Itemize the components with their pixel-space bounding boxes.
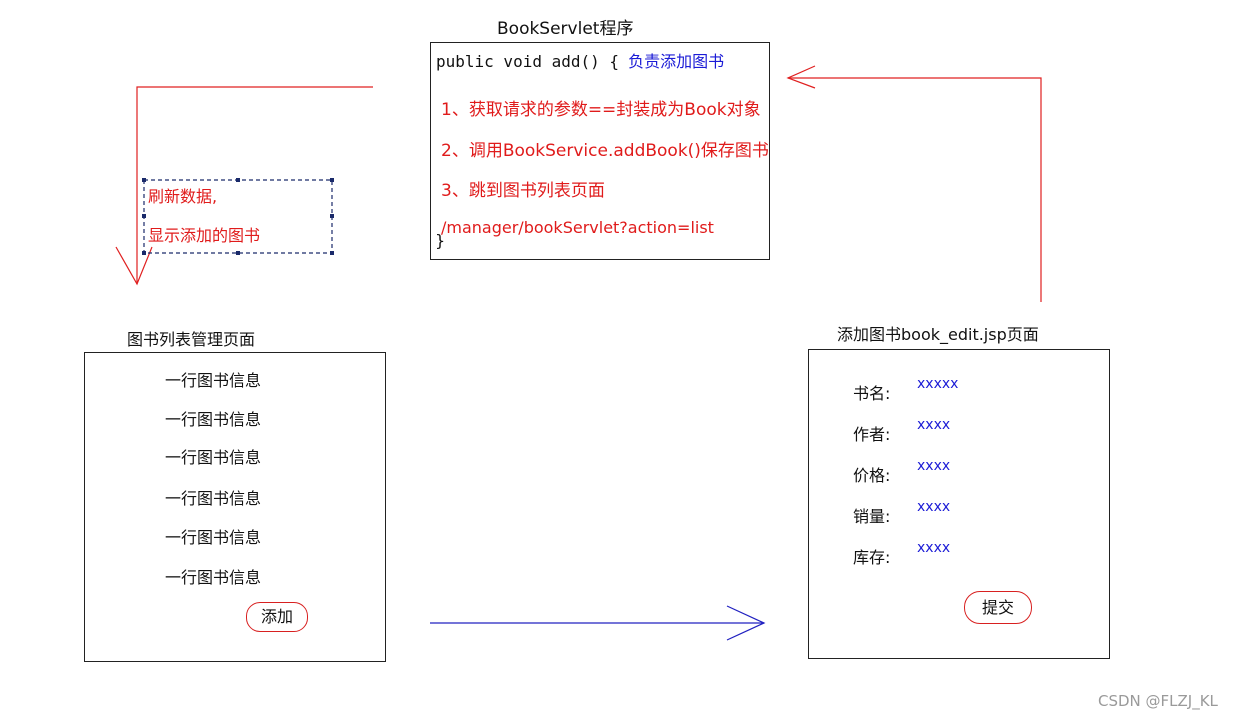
servlet-step-2: 2、调用BookService.addBook()保存图书 bbox=[441, 141, 769, 161]
arrow-edit-to-servlet bbox=[788, 77, 1042, 302]
arrow-edit-to-servlet-head bbox=[786, 65, 816, 89]
edit-page-title: 添加图书book_edit.jsp页面 bbox=[837, 325, 1039, 344]
servlet-signature-line: public void add() { 负责添加图书 bbox=[436, 48, 724, 72]
field-value-sales[interactable]: xxxx bbox=[917, 499, 951, 515]
list-row: 一行图书信息 bbox=[165, 528, 262, 547]
field-value-stock[interactable]: xxxx bbox=[917, 540, 951, 556]
servlet-signature: public void add() { bbox=[436, 52, 620, 71]
list-page-title: 图书列表管理页面 bbox=[127, 330, 256, 349]
servlet-redirect-url: /manager/bookServlet?action=list bbox=[441, 218, 714, 237]
servlet-step-3: 3、跳到图书列表页面 bbox=[441, 181, 605, 201]
note-selection-handles bbox=[142, 178, 334, 255]
submit-button[interactable]: 提交 bbox=[964, 591, 1032, 624]
list-row: 一行图书信息 bbox=[165, 448, 262, 467]
arrow-servlet-to-list bbox=[136, 86, 373, 284]
field-label-sales: 销量: bbox=[853, 507, 891, 526]
field-label-price: 价格: bbox=[853, 466, 891, 485]
add-button[interactable]: 添加 bbox=[246, 602, 308, 632]
servlet-close-brace: } bbox=[435, 231, 446, 250]
field-label-stock: 库存: bbox=[853, 548, 891, 567]
list-row: 一行图书信息 bbox=[165, 568, 262, 587]
field-value-name[interactable]: xxxxx bbox=[917, 376, 959, 392]
servlet-box bbox=[430, 42, 770, 260]
watermark: CSDN @FLZJ_KL bbox=[1098, 692, 1218, 710]
arrow-servlet-to-list-head bbox=[115, 246, 153, 286]
servlet-title: BookServlet程序 bbox=[497, 19, 634, 39]
list-row: 一行图书信息 bbox=[165, 410, 262, 429]
servlet-step-1: 1、获取请求的参数==封装成为Book对象 bbox=[441, 100, 761, 120]
list-row: 一行图书信息 bbox=[165, 371, 262, 390]
note-line-2: 显示添加的图书 bbox=[148, 226, 261, 245]
field-label-name: 书名: bbox=[853, 384, 891, 403]
arrow-list-to-edit-head bbox=[726, 605, 766, 641]
note-line-1: 刷新数据, bbox=[148, 187, 218, 206]
field-value-author[interactable]: xxxx bbox=[917, 417, 951, 433]
field-value-price[interactable]: xxxx bbox=[917, 458, 951, 474]
list-row: 一行图书信息 bbox=[165, 489, 262, 508]
list-page-box bbox=[84, 352, 386, 662]
servlet-comment: 负责添加图书 bbox=[628, 52, 725, 71]
field-label-author: 作者: bbox=[853, 425, 891, 444]
edit-page-box bbox=[808, 349, 1110, 659]
